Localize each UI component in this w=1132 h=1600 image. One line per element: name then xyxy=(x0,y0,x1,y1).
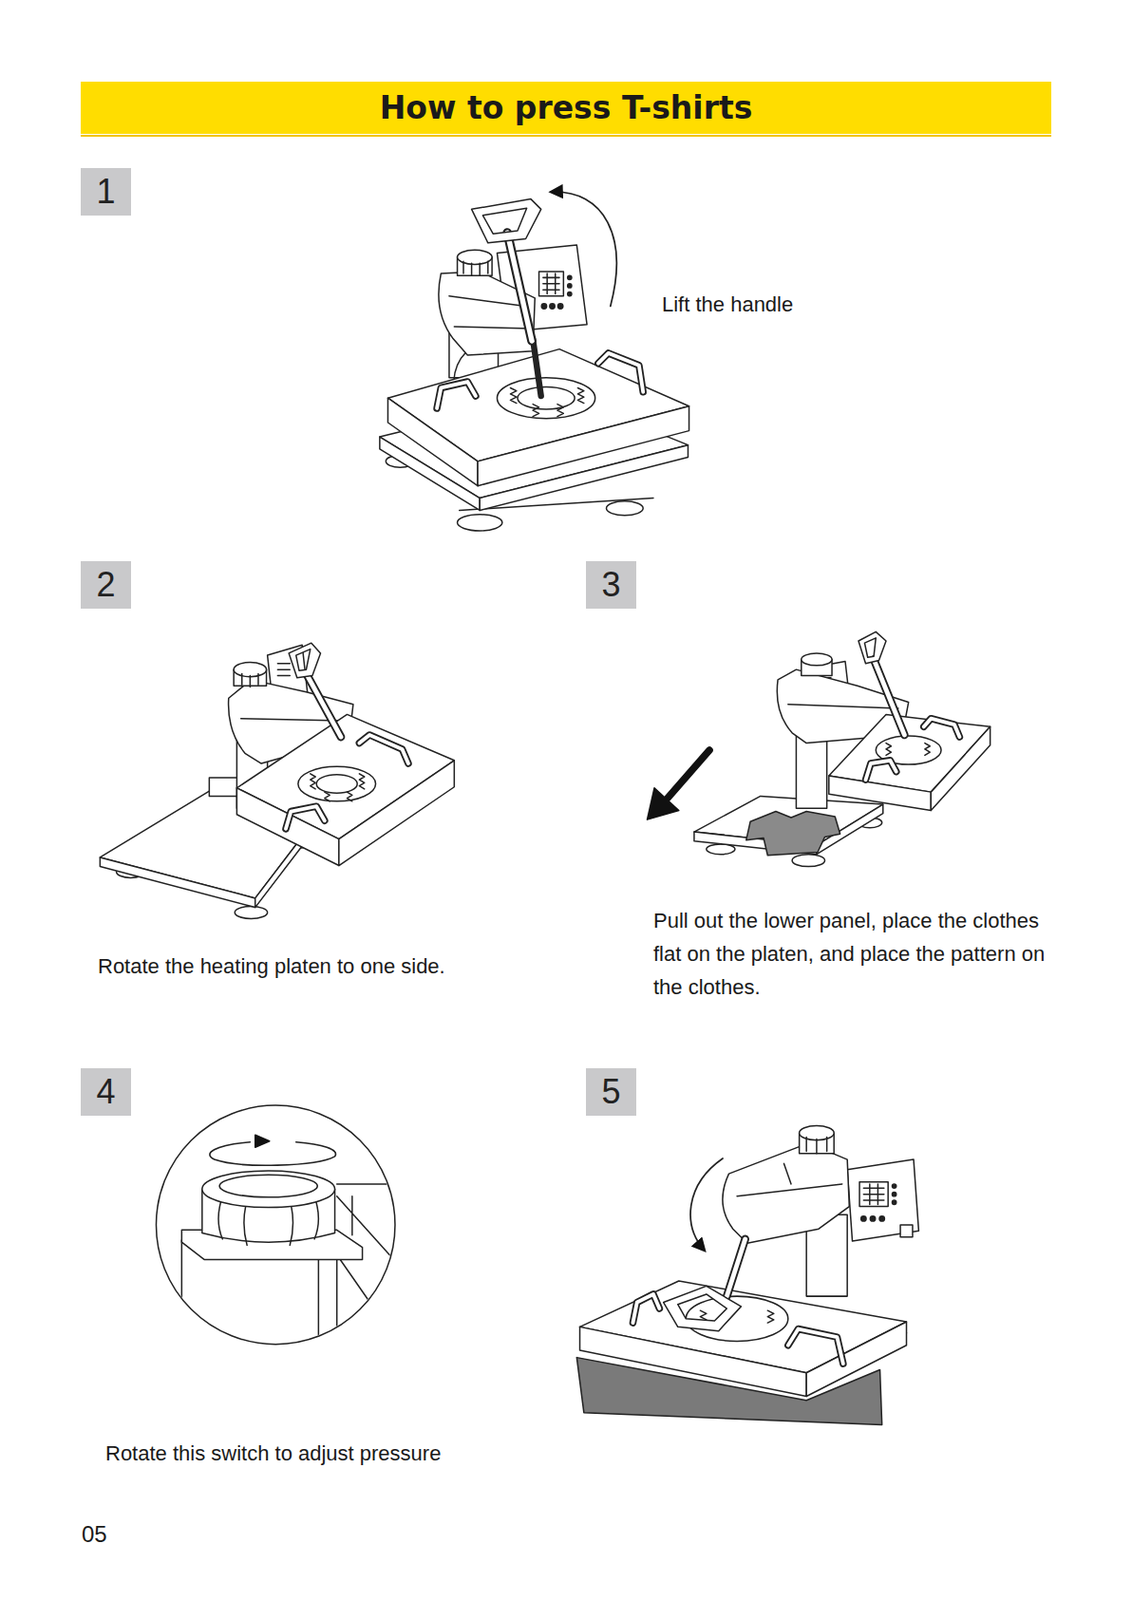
title-band: How to press T-shirts xyxy=(80,81,1052,134)
pressure-knob-zoom xyxy=(155,1105,409,1359)
step-number-box: 3 xyxy=(585,561,637,609)
step-number: 5 xyxy=(601,1075,621,1110)
heat-press-rotated xyxy=(99,642,454,919)
heat-press-closed xyxy=(576,1126,919,1426)
step-number: 1 xyxy=(95,174,115,209)
page-title: How to press T-shirts xyxy=(379,89,754,127)
step-number: 3 xyxy=(601,567,621,603)
step-caption: Pull out the lower panel, place the clot… xyxy=(653,904,1072,1004)
page-number: 05 xyxy=(81,1517,108,1551)
step-caption: Rotate the heating platen to one side. xyxy=(97,949,446,983)
heat-press-loading xyxy=(646,631,990,867)
heat-press-open xyxy=(379,191,690,531)
step-caption: Lift the handle xyxy=(661,287,793,321)
step-number-box: 5 xyxy=(585,1068,637,1116)
step-number: 4 xyxy=(95,1075,115,1110)
step-number-box: 2 xyxy=(80,561,132,609)
step-caption: Rotate this switch to adjust pressure xyxy=(105,1436,441,1471)
step-number: 2 xyxy=(95,567,115,603)
step-number-box: 4 xyxy=(80,1068,132,1116)
title-rule xyxy=(80,134,1052,137)
step-number-box: 1 xyxy=(80,168,132,216)
